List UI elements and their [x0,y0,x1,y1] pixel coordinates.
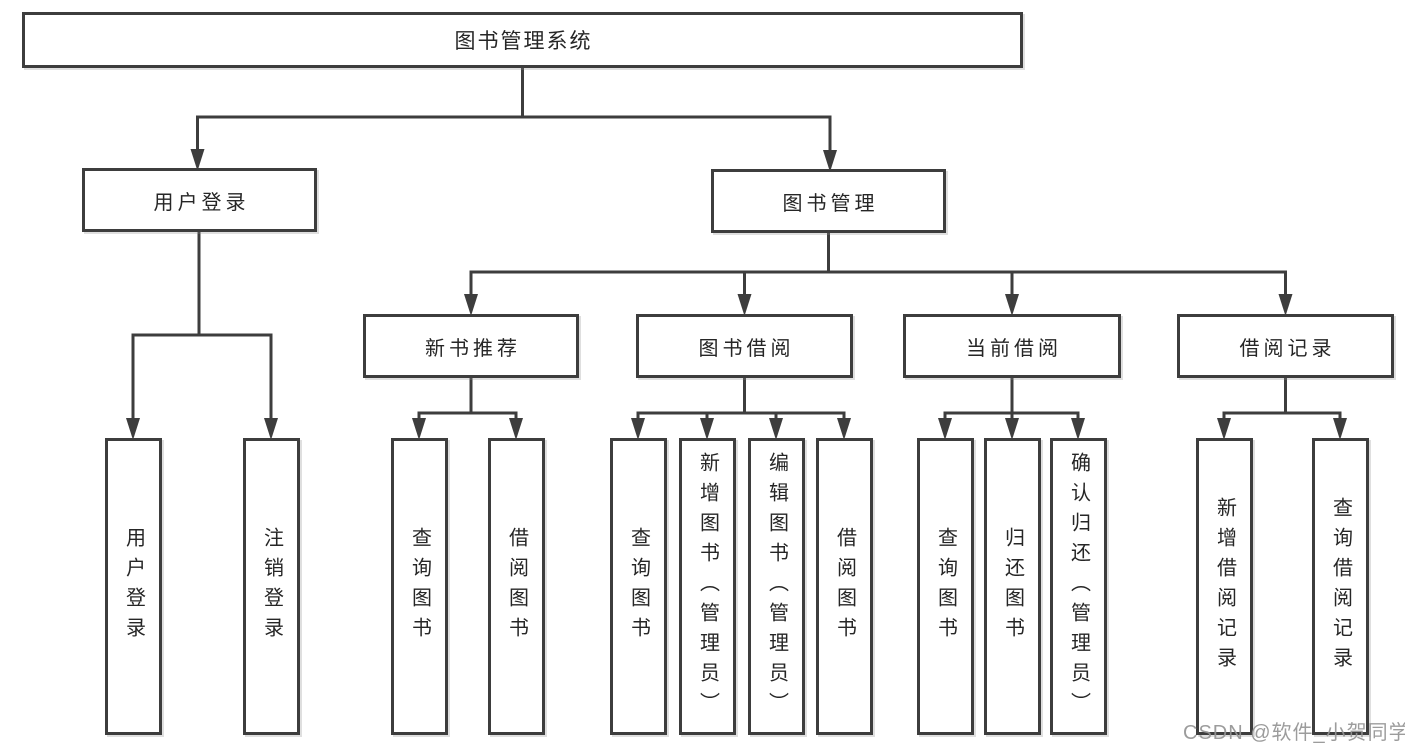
leaf-borrow-borrow-books-label: 借阅图书 [833,526,856,647]
leaf-logout: 注销登录 [243,438,300,735]
node-book-borrow: 图书借阅 [636,314,853,378]
leaf-newrec-query-books-label: 查询图书 [408,526,431,647]
leaf-borrow-add-books-admin: 新增图书（管理员） [679,438,736,735]
node-current-borrow: 当前借阅 [903,314,1121,378]
node-borrow-records-label: 借阅记录 [1239,337,1336,360]
leaf-logout-label: 注销登录 [260,526,283,647]
leaf-newrec-borrow-books-label: 借阅图书 [505,526,528,647]
node-book-management: 图书管理 [711,169,946,233]
leaf-borrow-borrow-books: 借阅图书 [816,438,873,735]
node-current-borrow-label: 当前借阅 [966,337,1062,360]
leaf-borrow-add-books-admin-label: 新增图书（管理员） [696,451,719,722]
arrowheads [126,149,1347,440]
leaf-current-query-books: 查询图书 [917,438,974,735]
node-borrow-records: 借阅记录 [1177,314,1394,378]
leaf-current-confirm-return-admin-label: 确认归还（管理员） [1067,451,1090,722]
leaf-records-add-record: 新增借阅记录 [1196,438,1253,735]
csdn-watermark: CSDN @软件_小贺同学 [1183,722,1405,744]
leaf-newrec-query-books: 查询图书 [391,438,448,735]
node-user-login-label: 用户登录 [153,191,250,214]
leaf-borrow-edit-books-admin: 编辑图书（管理员） [748,438,805,735]
leaf-records-query-record: 查询借阅记录 [1312,438,1369,735]
node-book-borrow-label: 图书借阅 [698,337,795,360]
node-system-root: 图书管理系统 [22,12,1023,68]
leaf-newrec-borrow-books: 借阅图书 [488,438,545,735]
node-new-book-recommend-label: 新书推荐 [425,337,521,360]
leaf-user-login-label: 用户登录 [122,526,145,647]
leaf-borrow-query-books-label: 查询图书 [627,526,650,647]
leaf-records-add-record-label: 新增借阅记录 [1213,496,1236,677]
leaf-current-confirm-return-admin: 确认归还（管理员） [1050,438,1107,735]
leaf-records-query-record-label: 查询借阅记录 [1329,496,1352,677]
leaf-user-login: 用户登录 [105,438,162,735]
node-new-book-recommend: 新书推荐 [363,314,579,378]
leaf-current-return-books-label: 归还图书 [1001,526,1024,647]
leaf-borrow-edit-books-admin-label: 编辑图书（管理员） [765,451,788,722]
leaf-current-return-books: 归还图书 [984,438,1041,735]
node-user-login: 用户登录 [82,168,317,232]
node-book-management-label: 图书管理 [782,192,879,215]
node-system-root-label: 图书管理系统 [454,30,593,53]
leaf-borrow-query-books: 查询图书 [610,438,667,735]
leaf-current-query-books-label: 查询图书 [934,526,957,647]
